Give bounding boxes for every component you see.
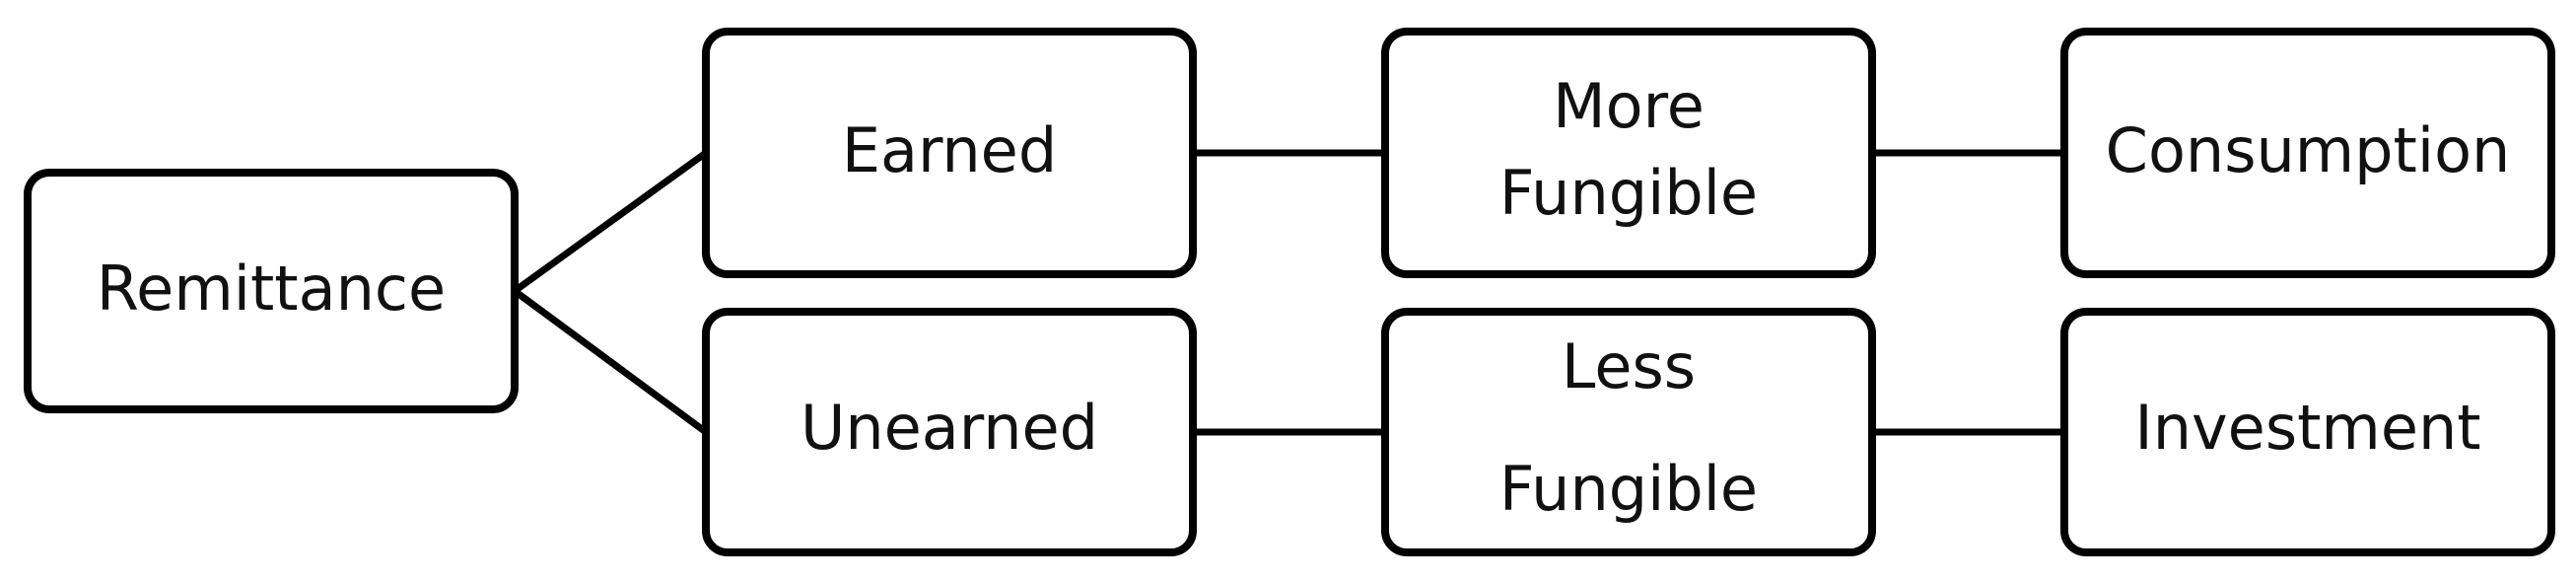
node-consumption: Consumption [2060, 28, 2555, 278]
edge-remittance-earned [511, 149, 710, 295]
node-investment-label: Investment [2134, 392, 2480, 464]
edge-remittance-unearned [511, 287, 710, 436]
node-earned-label: Earned [842, 114, 1057, 186]
node-remittance-label: Remittance [97, 253, 446, 325]
node-more-fungible-label-line1: More [1553, 70, 1705, 142]
node-more-fungible: More Fungible [1381, 28, 1876, 278]
node-remittance: Remittance [24, 169, 519, 413]
node-investment: Investment [2060, 308, 2555, 556]
node-more-fungible-label-line2: Fungible [1499, 157, 1758, 229]
node-less-fungible: Less Fungible [1381, 308, 1876, 556]
node-less-fungible-label-line1: Less [1562, 330, 1696, 402]
node-consumption-label: Consumption [2106, 114, 2511, 186]
node-unearned-label: Unearned [801, 392, 1098, 464]
node-unearned: Unearned [702, 308, 1197, 556]
node-earned: Earned [702, 28, 1197, 278]
node-less-fungible-label-line2: Fungible [1499, 453, 1758, 525]
